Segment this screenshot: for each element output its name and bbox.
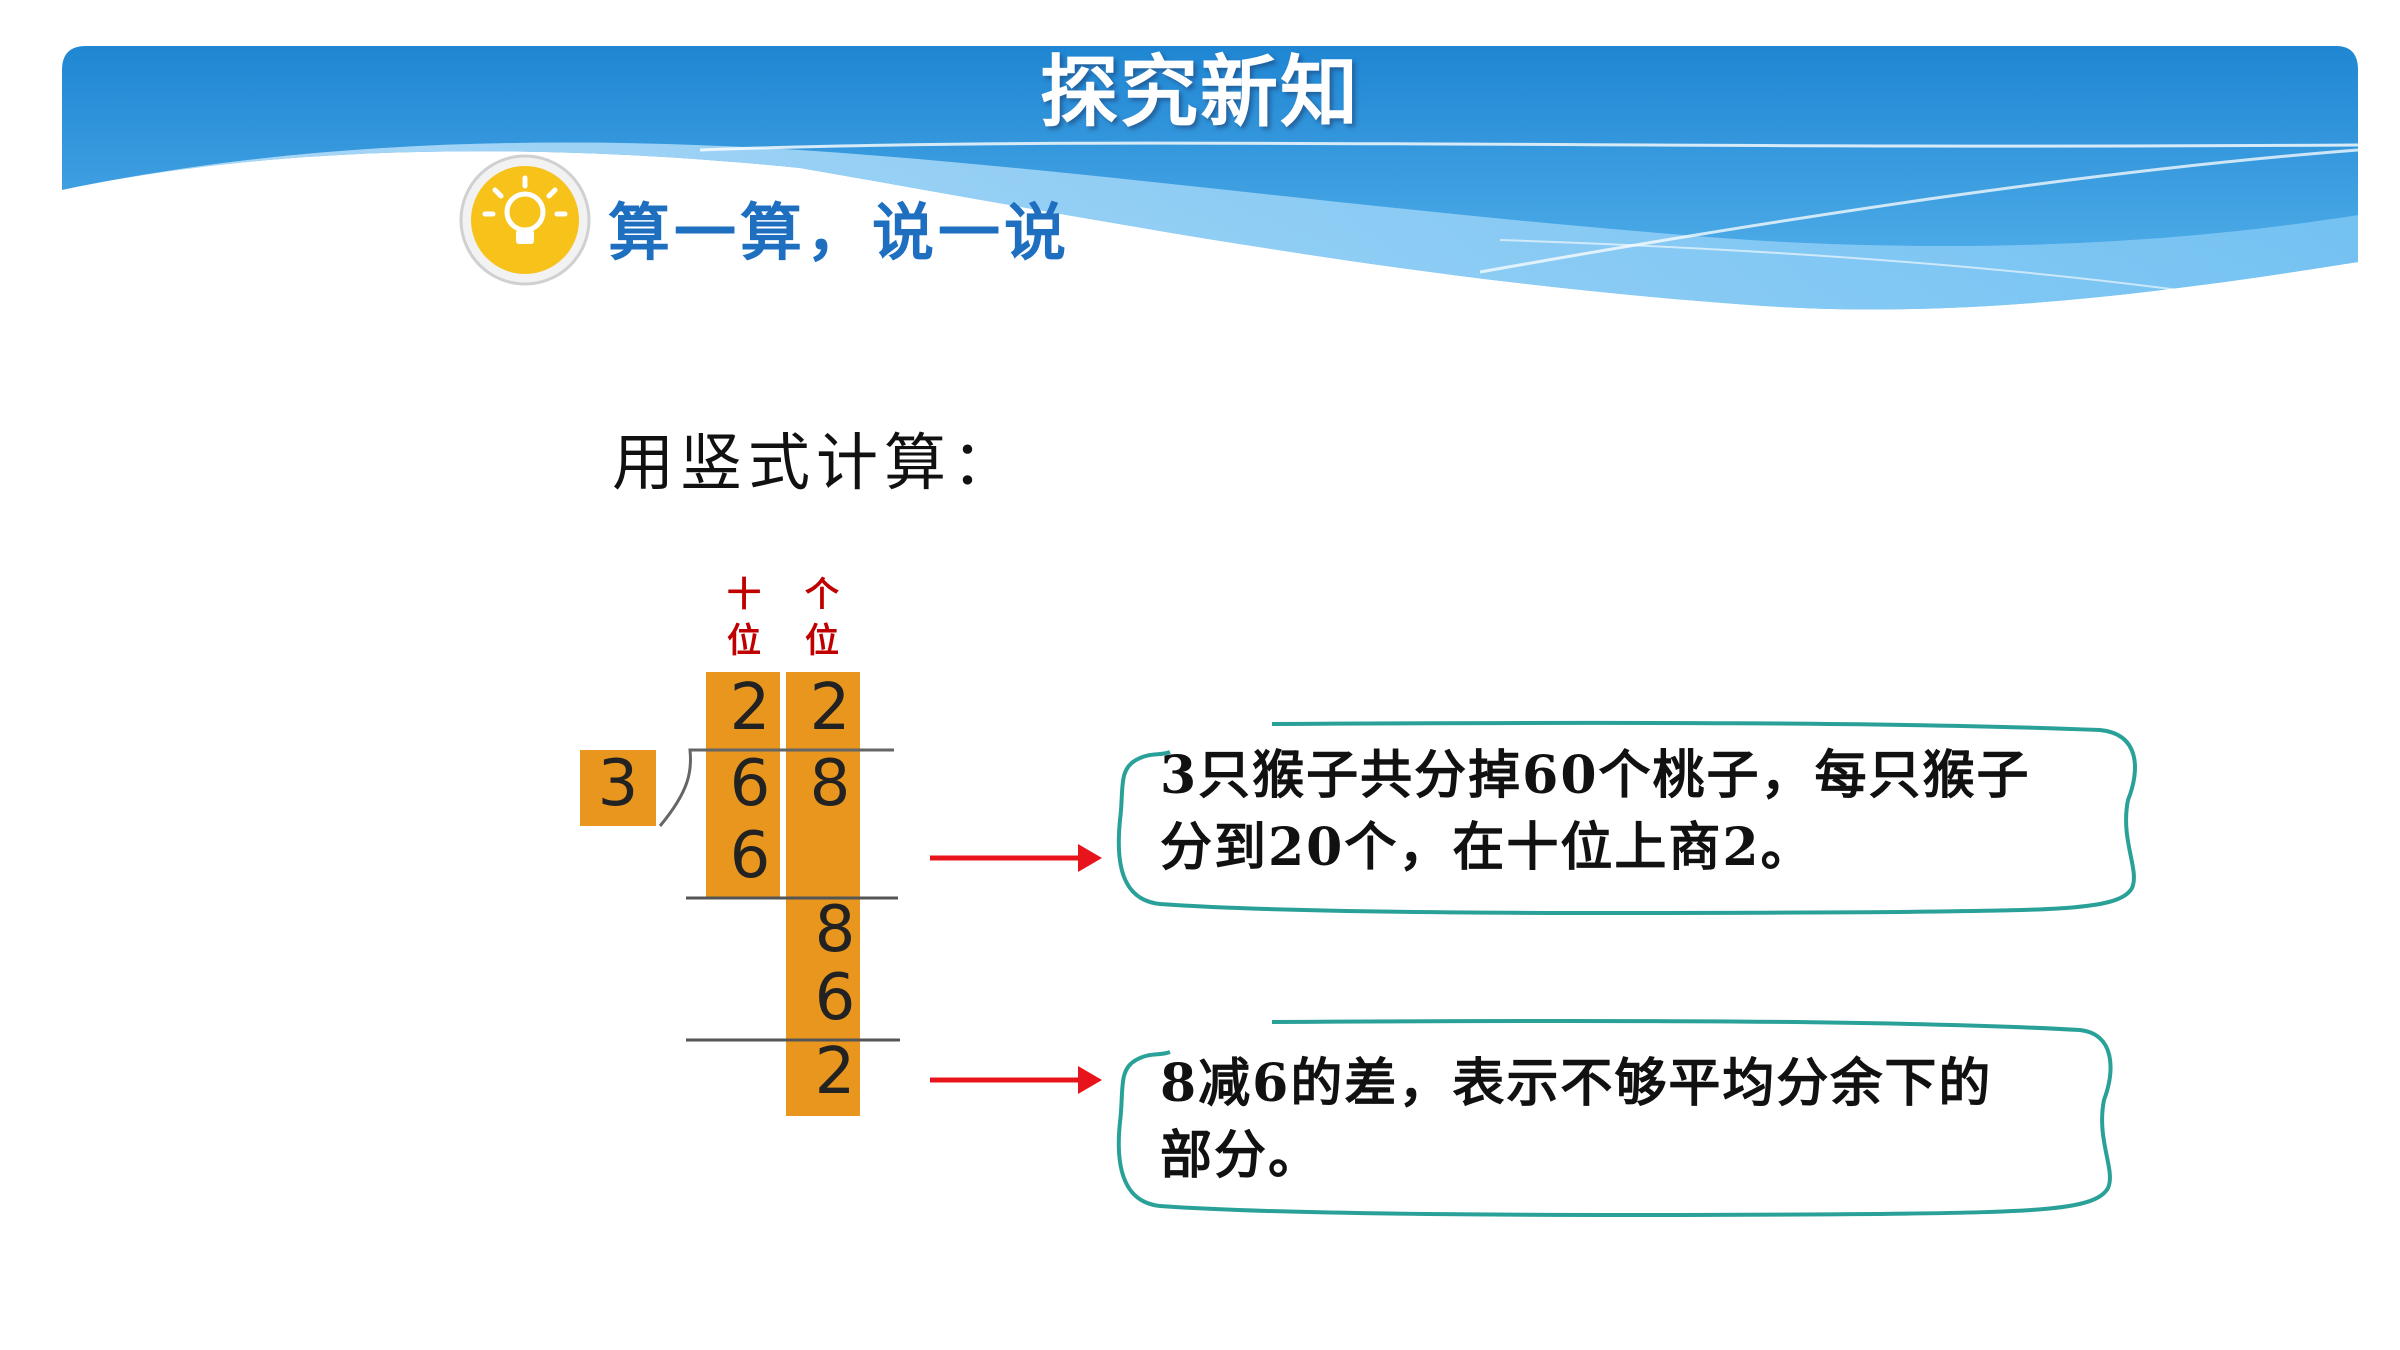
ones-column xyxy=(786,672,860,1116)
step1-product-digit: 6 xyxy=(729,819,771,893)
divisor-digit: 3 xyxy=(597,747,639,821)
dividend-tens-digit: 6 xyxy=(729,747,771,821)
place-label-tens-char1: 十 xyxy=(727,575,761,615)
note-1-line-1: 3只猴子共分掉60个桃子，每只猴子 xyxy=(1160,745,2031,806)
header-banner xyxy=(62,46,2359,310)
note-2-line-2: 部分。 xyxy=(1160,1125,1323,1186)
page-title: 探究新知 xyxy=(1039,48,1360,138)
lightbulb-icon xyxy=(459,154,591,286)
step2-product-digit: 6 xyxy=(814,961,856,1035)
place-label-ones-char1: 个 xyxy=(805,575,839,615)
divisor-box xyxy=(580,750,656,826)
step2-bring-down-digit: 8 xyxy=(814,893,856,967)
place-label-tens-char2: 位 xyxy=(727,621,761,661)
note-2-line-1: 8减6的差，表示不够平均分余下的 xyxy=(1160,1053,1993,1114)
note-bubble-2 xyxy=(1116,1018,2113,1218)
instruction-text: 用竖式计算： xyxy=(612,426,1021,499)
quotient-tens-digit: 2 xyxy=(729,671,771,745)
arrow-2 xyxy=(930,1066,1102,1094)
division-bracket xyxy=(658,748,894,827)
section-subtitle: 算一算，说一说 xyxy=(608,196,1071,269)
arrow-1 xyxy=(930,844,1102,872)
quotient-ones-digit: 2 xyxy=(809,671,851,745)
note-bubble-1 xyxy=(1116,720,2137,916)
dividend-ones-digit: 8 xyxy=(809,747,851,821)
note-text-2: 8减6的差，表示不够平均分余下的 部分。 xyxy=(1160,1048,1992,1192)
tens-column xyxy=(706,672,780,898)
note-1-line-2: 分到20个，在十位上商2。 xyxy=(1160,817,1815,878)
place-label-tens: 十 位 xyxy=(714,572,774,664)
note-text-1: 3只猴子共分掉60个桃子，每只猴子 分到20个，在十位上商2。 xyxy=(1160,740,2031,884)
place-label-ones-char2: 位 xyxy=(805,621,839,661)
place-label-ones: 个 位 xyxy=(792,572,852,664)
remainder-digit: 2 xyxy=(814,1035,856,1109)
